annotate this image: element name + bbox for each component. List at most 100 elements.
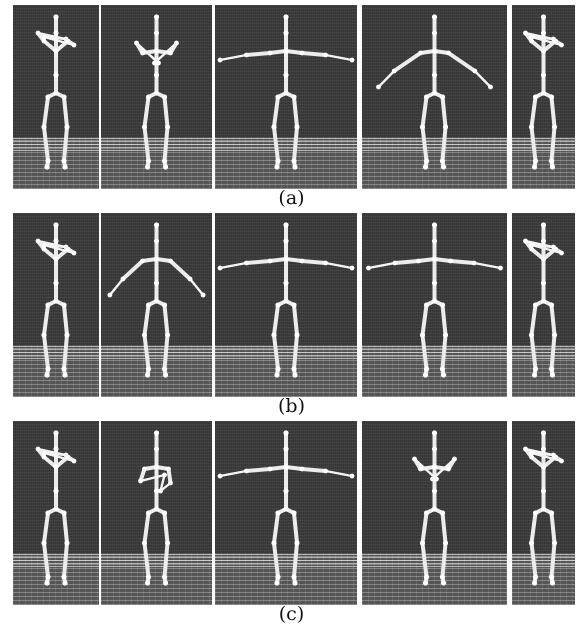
joint (432, 90, 437, 95)
joint (532, 372, 537, 377)
bone (552, 97, 555, 127)
joint (294, 332, 299, 337)
frame (13, 5, 99, 189)
joint (218, 266, 223, 271)
bone (294, 335, 297, 369)
joint (424, 510, 429, 515)
joint (140, 259, 145, 264)
joint (529, 243, 534, 248)
bone (64, 97, 67, 127)
bone (274, 335, 278, 369)
bone (449, 53, 475, 71)
joint (146, 302, 151, 307)
joint (154, 30, 159, 35)
joint (275, 366, 280, 371)
joint (154, 48, 159, 53)
frame (512, 213, 575, 397)
bone (171, 261, 191, 279)
joint (275, 94, 280, 99)
joint (163, 580, 168, 585)
caption-b: (b) (0, 395, 583, 417)
joint (44, 372, 49, 377)
joint (549, 158, 554, 163)
skeleton (101, 5, 212, 189)
joint (292, 372, 297, 377)
frame (362, 213, 507, 397)
joint (432, 430, 437, 435)
skeleton (512, 421, 575, 605)
joint (154, 506, 159, 511)
joint (323, 261, 328, 266)
joint (366, 266, 371, 271)
joint (432, 280, 437, 285)
bone (294, 127, 297, 161)
bone (64, 335, 67, 369)
joint (61, 574, 66, 579)
joint (532, 164, 537, 169)
joint (541, 48, 546, 53)
joint (163, 372, 168, 377)
joint (549, 510, 554, 515)
joint (154, 238, 159, 243)
joint (283, 256, 288, 261)
bone (274, 127, 278, 161)
bone (145, 305, 149, 335)
joint (275, 158, 280, 163)
joint (107, 293, 112, 298)
bone (552, 513, 555, 543)
joint (154, 298, 159, 303)
joint (523, 31, 528, 36)
joint (549, 94, 554, 99)
joint (283, 298, 288, 303)
joint (323, 53, 328, 58)
joint (418, 51, 423, 56)
joint (420, 332, 425, 337)
joint (533, 302, 538, 307)
joint (146, 366, 151, 371)
bone (423, 543, 427, 577)
bone (64, 513, 67, 543)
bone (165, 543, 168, 577)
bone (302, 469, 326, 471)
joint (392, 69, 397, 74)
joint (440, 366, 445, 371)
joint (292, 164, 297, 169)
joint (350, 474, 355, 479)
joint (541, 90, 546, 95)
joint (283, 280, 288, 285)
joint (158, 489, 163, 494)
bone (274, 97, 278, 127)
frame (101, 213, 212, 397)
joint (541, 446, 546, 451)
joint (154, 14, 159, 19)
joint (72, 459, 77, 464)
joint (423, 372, 428, 377)
joint (323, 469, 328, 474)
joint (271, 540, 276, 545)
joint (145, 164, 150, 169)
bone (145, 97, 149, 127)
bone (44, 305, 48, 335)
joint (432, 488, 437, 493)
joint (146, 510, 151, 515)
joint (283, 222, 288, 227)
joint (53, 488, 58, 493)
skeleton (101, 421, 212, 605)
joint (162, 94, 167, 99)
joint (44, 164, 49, 169)
joint (53, 280, 58, 285)
joint (201, 293, 206, 298)
joint (134, 41, 139, 46)
joint (550, 580, 555, 585)
joint (432, 506, 437, 511)
bone (64, 305, 67, 335)
joint (424, 94, 429, 99)
joint (533, 510, 538, 515)
frame (215, 5, 357, 189)
joint (541, 256, 546, 261)
joint (423, 580, 428, 585)
joint (553, 455, 558, 460)
joint (283, 446, 288, 451)
joint (162, 158, 167, 163)
joint (36, 447, 41, 452)
